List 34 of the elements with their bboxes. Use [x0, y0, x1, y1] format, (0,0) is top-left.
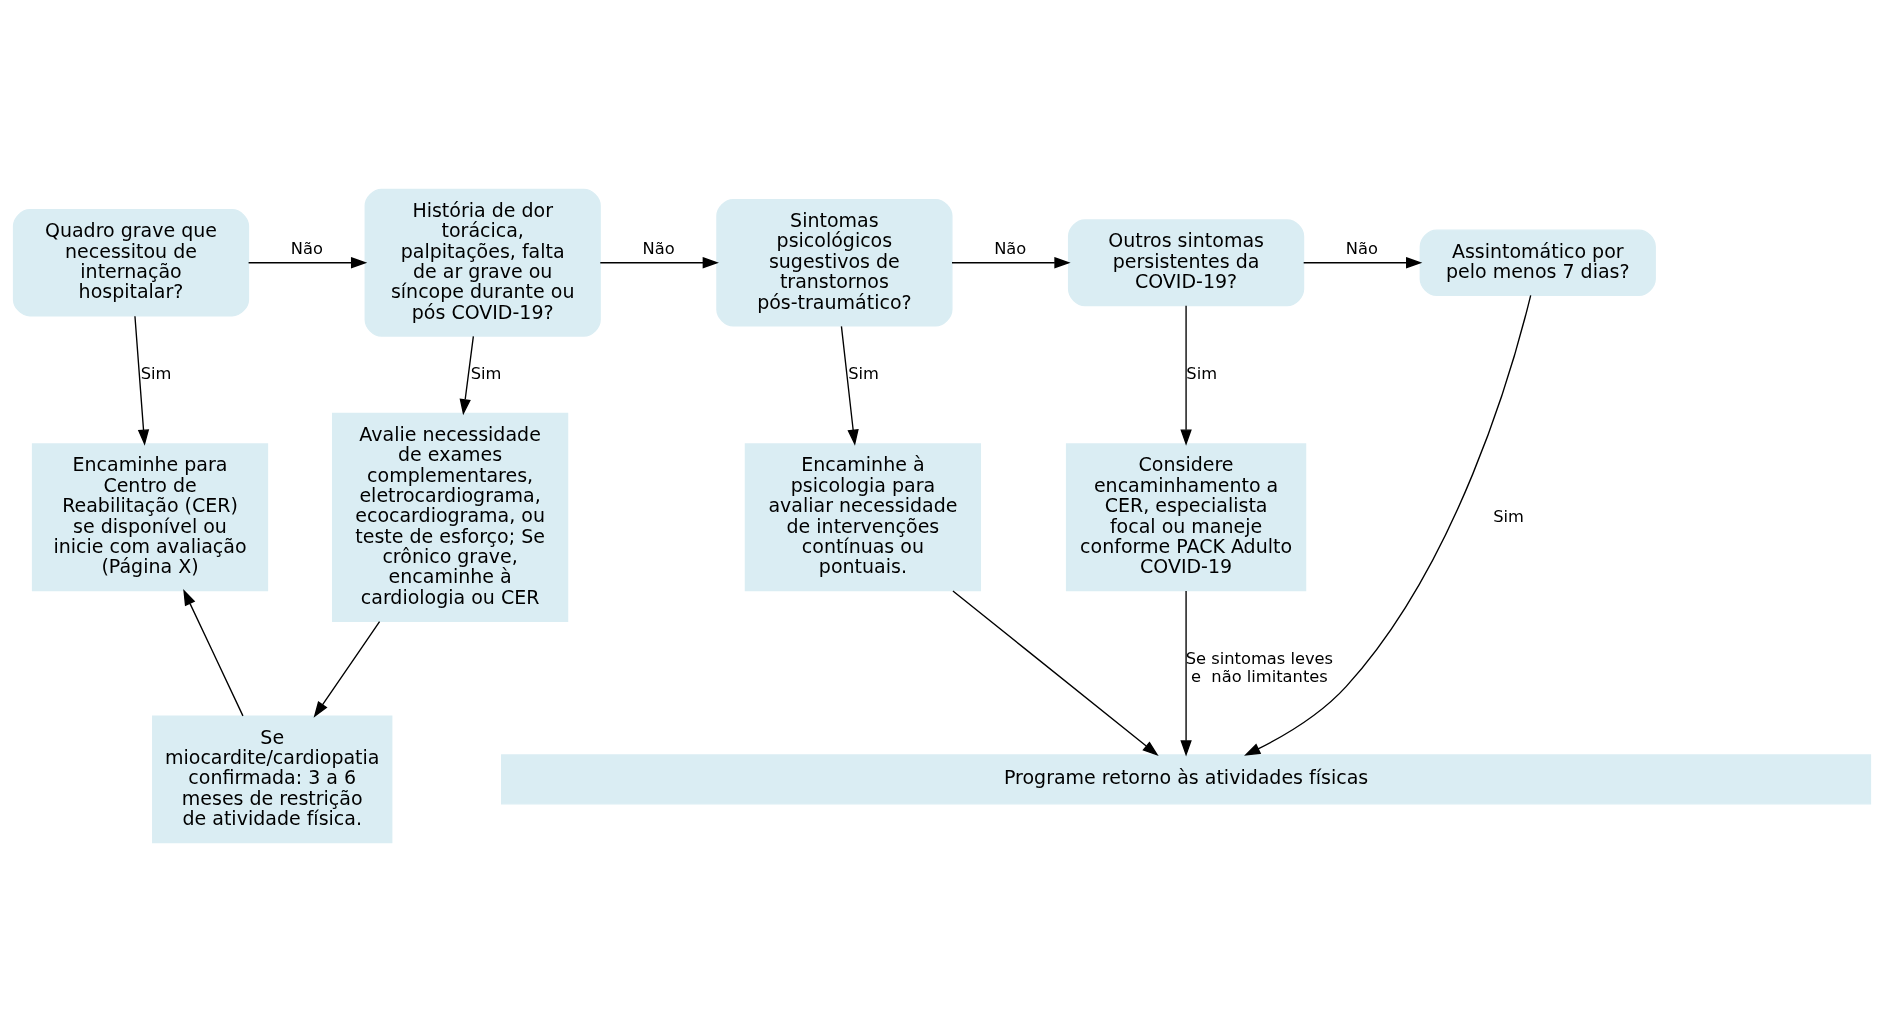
node-box: Outros sintomas persistentes da COVID-19? [1067, 219, 1305, 307]
node-box: Encaminhe para Centro de Reabilitação (CER) se disponível ou inicie com avaliação (Página X) [31, 443, 269, 592]
node-box: Se miocardite/cardiopatia confirmada: 3 a 6 meses de restrição de atividade física. [152, 715, 393, 844]
edge-label: Se sintomas leves e não limitantes [1185, 649, 1334, 686]
edge-label: Não [642, 239, 675, 259]
arrow [134, 315, 150, 446]
edge-label: Sim [1186, 363, 1218, 383]
node-box: Avalie necessidade de exames complementares, eletrocardiograma, ecocardiograma, ou teste de esforço; Se crônico grave, encaminhe à cardiologia ou CER [331, 412, 569, 622]
node-box: Encaminhe à psicologia para avaliar necessidade de intervenções contínuas ou pontuais. [744, 443, 982, 592]
node-box: Programe retorno às atividades físicas [501, 754, 1872, 805]
arrow [459, 335, 475, 416]
edge-label: Não [1345, 239, 1378, 259]
edge-label: Sim [140, 363, 172, 383]
arrow [313, 620, 381, 718]
edge-label: Não [290, 239, 323, 259]
arrow [183, 589, 244, 717]
arrow [951, 257, 1071, 269]
arrow [1303, 257, 1423, 269]
arrow [952, 590, 1159, 757]
node-box: Sintomas psicológicos sugestivos de transtornos pós-traumático? [716, 198, 953, 327]
arrow [840, 325, 859, 446]
node-box: Quadro grave que necessitou de internação hospitalar? [12, 209, 250, 317]
edge-label: Sim [848, 363, 879, 383]
node-box: Assintomático por pelo menos 7 dias? [1419, 229, 1656, 297]
arrow [1180, 305, 1192, 446]
edge-label: Não [994, 239, 1027, 259]
arrow [1244, 294, 1532, 756]
node-box: Considere encaminhamento a CER, especialista focal ou maneje conforme PACK Adulto COVID-19 [1065, 443, 1307, 592]
arrow [247, 257, 368, 269]
edge-label: Sim [1493, 506, 1524, 526]
node-box: História de dor torácica, palpitações, falta de ar grave ou síncope durante ou pós COVID-19? [364, 188, 601, 337]
arrow [1180, 590, 1192, 757]
arrow [599, 257, 719, 269]
edge-label: Sim [470, 363, 502, 383]
